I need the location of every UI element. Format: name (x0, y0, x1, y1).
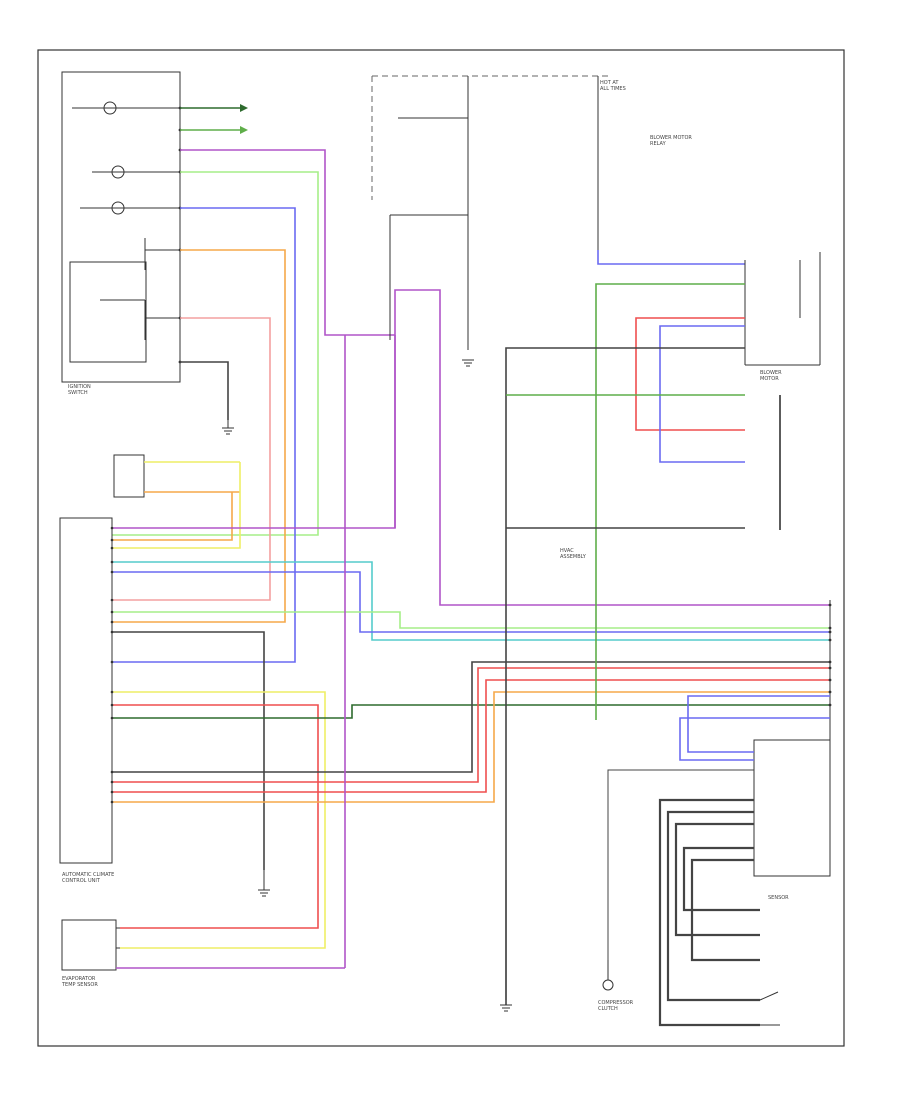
ignition-switch-label: IGNITION SWITCH (68, 384, 91, 396)
relay-wires (505, 283, 781, 1005)
center-feed (371, 75, 610, 528)
ground-symbol (222, 420, 234, 435)
lower-right-harness (658, 798, 760, 1027)
compressor-clutch-label: COMPRESSOR CLUTCH (598, 1000, 634, 1012)
climate-control-unit-label: AUTOMATIC CLIMATE CONTROL UNIT (62, 872, 115, 884)
control-unit-wires (112, 289, 830, 949)
evaporator-sensor (61, 335, 346, 971)
climate-control-unit (59, 517, 113, 864)
control-unit-pins (110, 526, 114, 804)
blower-motor-label: BLOWER MOTOR (760, 370, 782, 382)
relay-box (597, 76, 821, 366)
ignition-output-wires (112, 107, 395, 663)
ignition-switch-block (61, 71, 182, 383)
center-lower-feed (505, 880, 609, 1000)
diagram-border (37, 49, 845, 1047)
ground-symbol (258, 870, 270, 897)
small-relay (112, 454, 241, 549)
compressor-clutch-symbol (602, 979, 614, 991)
fuse-block-label: HOT AT ALL TIMES (600, 80, 626, 92)
connector-stack (828, 600, 832, 740)
module-box (607, 695, 831, 960)
ignition-connector-arrows (240, 104, 248, 134)
evaporator-sensor-label: EVAPORATOR TEMP SENSOR (62, 976, 98, 988)
sensor-assembly-label: SENSOR (768, 895, 789, 901)
ground-symbol (462, 359, 474, 367)
ground-symbol (500, 1004, 512, 1012)
hvac-assembly-label: HVAC ASSEMBLY (560, 548, 586, 560)
relay-box-label: BLOWER MOTOR RELAY (650, 135, 692, 147)
switch-symbol (759, 991, 780, 1026)
